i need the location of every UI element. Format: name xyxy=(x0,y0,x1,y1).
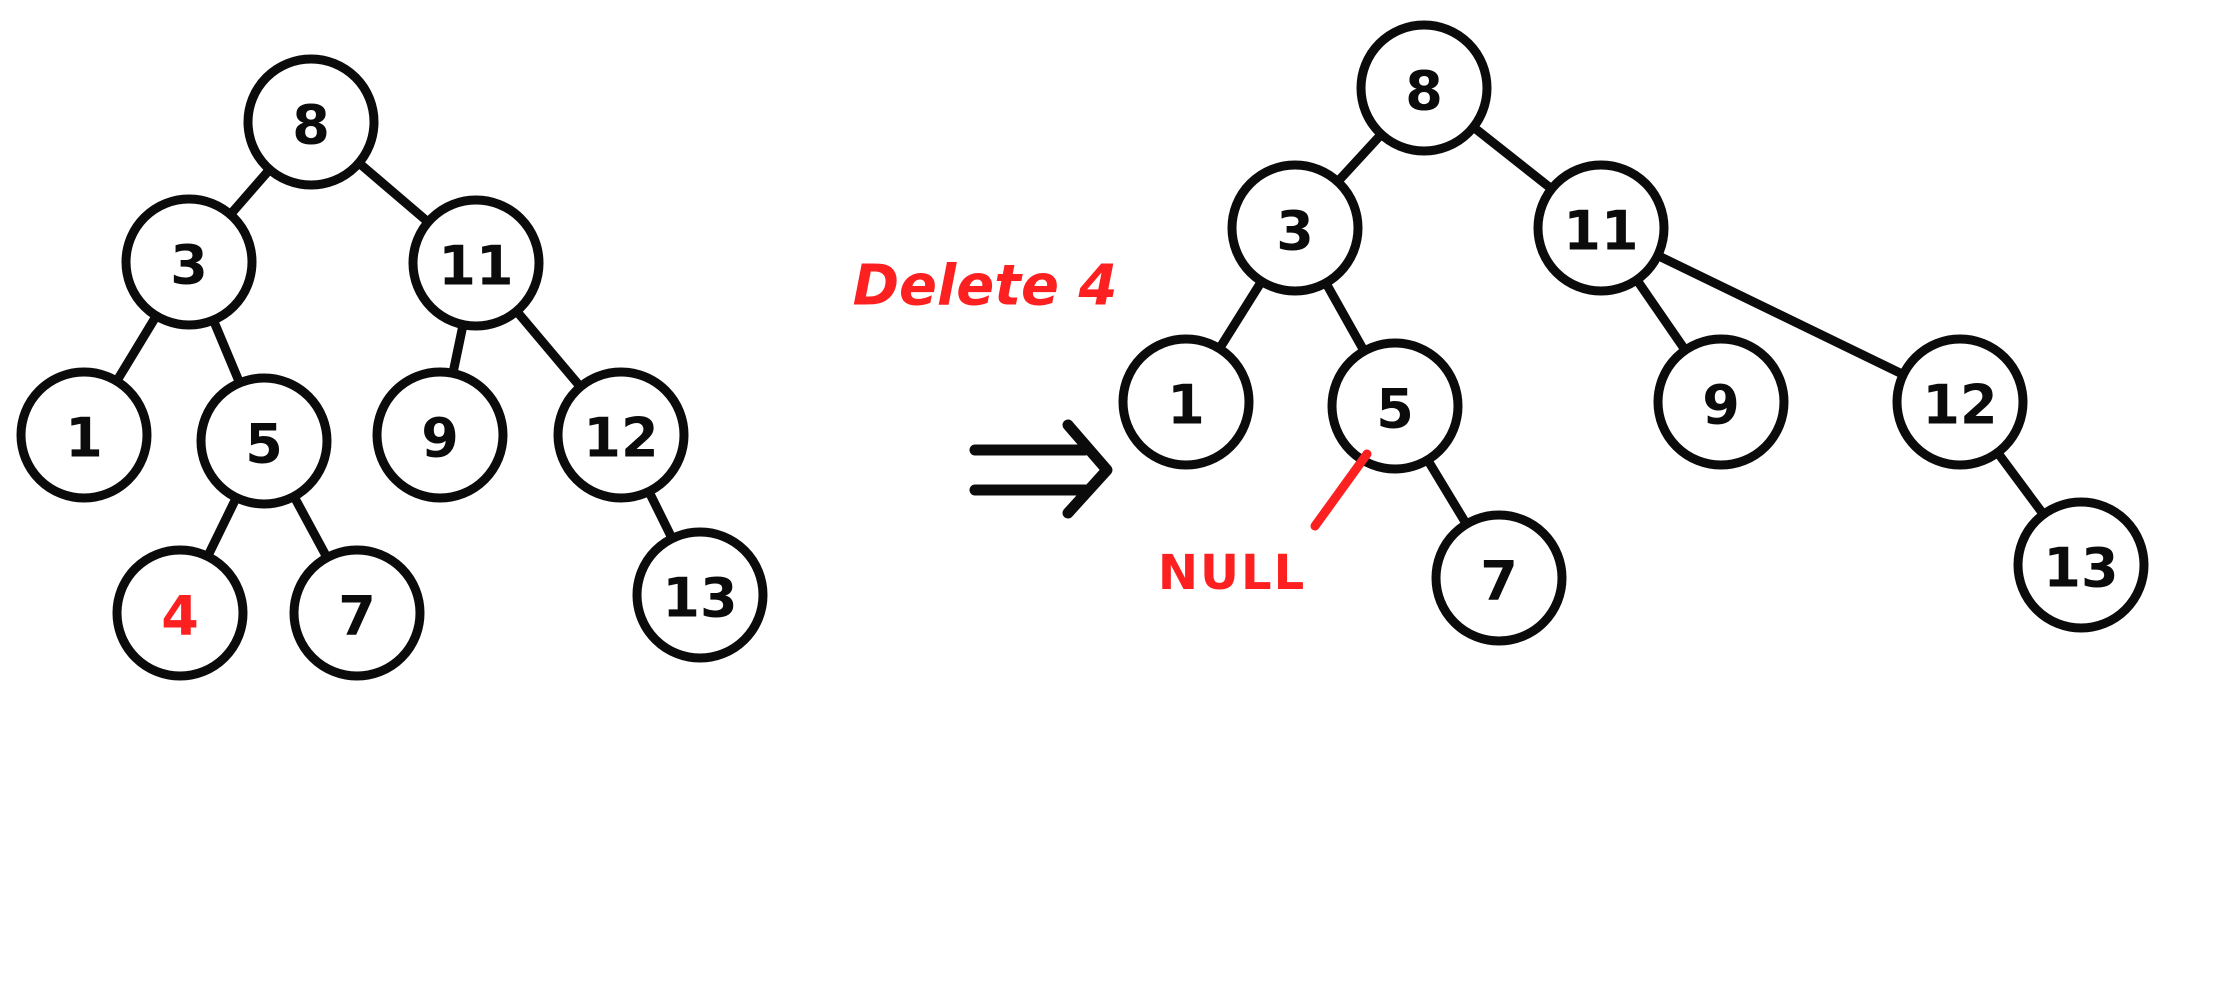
node-circle xyxy=(1356,20,1492,156)
before-node-9[interactable]: 9 xyxy=(372,367,508,503)
node-value-label: 13 xyxy=(2043,537,2118,600)
after-node-3[interactable]: 3 xyxy=(1227,160,1363,296)
before-node-13[interactable]: 13 xyxy=(632,527,768,663)
node-value-label: 1 xyxy=(65,407,103,470)
tree-edge xyxy=(643,485,678,545)
tree-edge xyxy=(1331,128,1388,188)
node-circle xyxy=(408,195,544,331)
tree-edge xyxy=(447,318,469,380)
node-circle xyxy=(372,367,508,503)
delete-caption: Delete 4 xyxy=(853,254,1118,319)
node-circle xyxy=(16,367,152,503)
before-tree-edges xyxy=(111,157,678,564)
node-circle xyxy=(196,373,332,509)
node-circle xyxy=(1653,334,1789,470)
node-value-label: 12 xyxy=(1922,374,1997,437)
node-circle xyxy=(289,545,425,681)
tree-edge xyxy=(208,313,245,390)
node-value-label: 11 xyxy=(1563,200,1638,263)
node-value-label: 8 xyxy=(292,94,330,157)
after-node-9[interactable]: 9 xyxy=(1653,334,1789,470)
node-circle xyxy=(1118,334,1254,470)
after-node-12[interactable]: 12 xyxy=(1892,334,2028,470)
implies-arrow-icon xyxy=(969,419,1113,519)
before-node-11[interactable]: 11 xyxy=(408,195,544,331)
before-node-1[interactable]: 1 xyxy=(16,367,152,503)
before-node-12[interactable]: 12 xyxy=(553,367,689,503)
node-value-label: 9 xyxy=(421,407,459,470)
node-value-label: 13 xyxy=(662,567,737,630)
node-value-label: 12 xyxy=(583,407,658,470)
tree-edge xyxy=(1991,446,2050,521)
after-node-13[interactable]: 13 xyxy=(2013,497,2149,633)
node-value-label: 7 xyxy=(338,585,376,648)
node-circle xyxy=(1227,160,1363,296)
node-value-label: 4 xyxy=(161,585,199,648)
node-value-label: 3 xyxy=(170,234,208,297)
tree-edge xyxy=(111,309,162,388)
null-label-text: NULL xyxy=(1158,545,1306,601)
node-value-label: 11 xyxy=(438,235,513,298)
node-circle xyxy=(1327,338,1463,474)
tree-edge xyxy=(1651,250,1910,380)
node-value-label: 5 xyxy=(1376,378,1414,441)
before-node-5[interactable]: 5 xyxy=(196,373,332,509)
node-circle xyxy=(2013,497,2149,633)
node-value-label: 9 xyxy=(1702,374,1740,437)
tree-edge xyxy=(1631,273,1691,357)
before-node-7[interactable]: 7 xyxy=(289,545,425,681)
tree-edge xyxy=(352,157,435,228)
node-value-label: 8 xyxy=(1405,60,1443,123)
null-marker: NULL xyxy=(1158,449,1372,601)
node-circle xyxy=(1892,334,2028,470)
node-circle xyxy=(1431,510,1567,646)
tree-edge xyxy=(1422,453,1472,531)
node-value-label: 7 xyxy=(1480,550,1518,613)
tree-edge xyxy=(224,163,276,221)
after-node-7[interactable]: 7 xyxy=(1431,510,1567,646)
node-circle xyxy=(121,194,257,330)
null-pointer-line xyxy=(1310,449,1372,531)
node-circle xyxy=(632,527,768,663)
node-circle xyxy=(243,54,379,190)
node-value-label: 3 xyxy=(1276,200,1314,263)
before-node-3[interactable]: 3 xyxy=(121,194,257,330)
tree-edge xyxy=(202,491,242,563)
after-node-8[interactable]: 8 xyxy=(1356,20,1492,156)
node-circle xyxy=(1533,160,1669,296)
after-tree-edges xyxy=(1213,121,2050,531)
before-node-8[interactable]: 8 xyxy=(243,54,379,190)
tree-edge xyxy=(1467,121,1558,195)
tree-edge xyxy=(1320,276,1370,358)
after-node-11[interactable]: 11 xyxy=(1533,160,1669,296)
tree-edge xyxy=(510,305,587,393)
node-value-label: 5 xyxy=(245,413,283,476)
after-node-5[interactable]: 5 xyxy=(1327,338,1463,474)
node-value-label: 1 xyxy=(1167,374,1205,437)
before-node-4[interactable]: 4 xyxy=(112,545,248,681)
tree-edge xyxy=(288,490,333,564)
after-node-1[interactable]: 1 xyxy=(1118,334,1254,470)
tree-edge xyxy=(1213,275,1268,355)
node-circle xyxy=(553,367,689,503)
node-circle xyxy=(112,545,248,681)
